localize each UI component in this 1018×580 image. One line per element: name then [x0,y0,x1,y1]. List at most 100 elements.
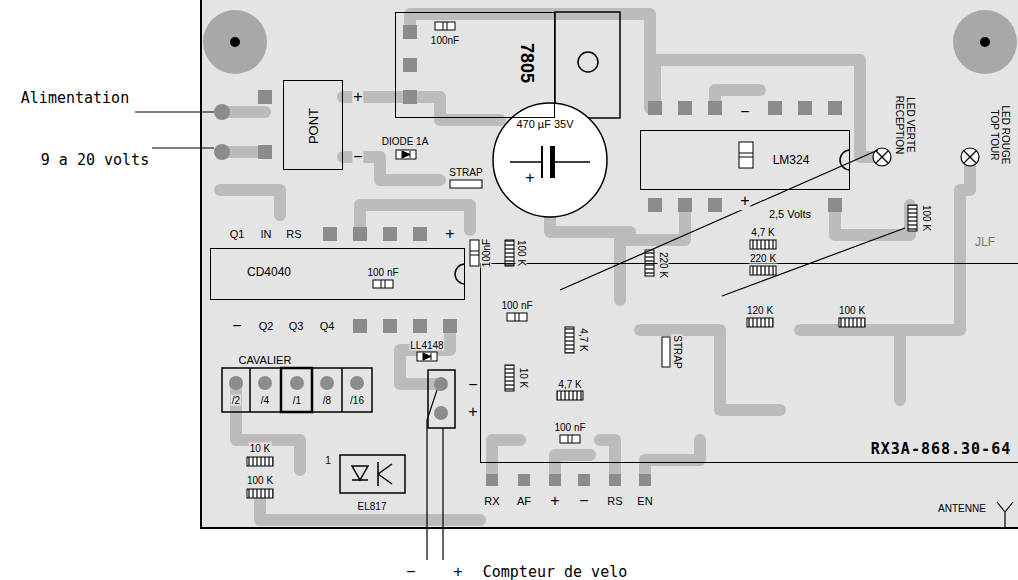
led-symbol [964,151,976,163]
capacitor-symbol [739,157,753,158]
capacitor-symbol [470,255,479,256]
strap-symbol [450,180,482,188]
pcb-label: 1 [324,455,332,466]
solder-pad [413,319,427,333]
copper-trace [550,218,630,232]
capacitor-symbol [470,251,479,252]
component-box: LM324 [640,130,850,190]
component-name: LM324 [773,154,810,167]
component-box: RX3A-868.30-64 [480,263,1018,463]
solder-pad [708,198,722,212]
component-value: 100 nF [366,267,399,278]
solder-pad [648,101,662,115]
component-value: 100 nF [553,422,586,433]
solder-pad [214,25,842,486]
polarity-mark: − [231,317,242,335]
capacitor-symbol [385,280,386,288]
component-value: 100nF [481,238,492,268]
solder-pad [353,319,367,333]
capacitor-symbol [443,22,444,30]
component-value: 470 µF 35V [515,118,574,130]
component-outline [555,12,620,118]
diode-symbol [396,150,416,159]
solder-pad [353,227,367,241]
resistor-symbol [839,318,865,327]
component-name: RX3A-868.30-64 [871,441,1011,458]
pcb-label: /2 [231,395,241,406]
pcb-label: STRAP [672,334,683,369]
component-value: 100 K [516,239,527,267]
component-value: 100nF [430,35,460,46]
polarity-mark: − [405,563,416,580]
resistor-symbol [908,205,917,231]
solder-pad [350,376,364,390]
resistor-symbol [750,266,776,275]
pcb-label: LED ROUGE TOP TOUR [989,99,1011,171]
pcb-label: ANTENNE [937,503,987,514]
solder-pad [403,25,417,39]
component-outline [428,370,455,428]
pcb-label: /4 [260,395,270,406]
component-value: 100 nF [500,300,533,311]
pcb-label: Q2 [258,320,275,332]
strap-symbol [450,180,670,367]
pcb-label: RS [606,495,623,507]
pcb-label: Compteur de velo [482,564,629,580]
pcb-label: Alimentation [20,90,130,107]
led-symbol [873,148,979,166]
mounting-hole [953,10,1017,74]
pcb-label: RS [285,228,302,240]
mounting-hole [230,37,240,47]
polarity-mark: + [739,192,750,210]
copper-trace [220,190,280,215]
pcb-label: 2,5 Volts [768,208,812,220]
component-value: 4,7 K [578,327,589,352]
pcb-board [201,0,1018,528]
resistor-symbol [557,391,583,400]
component-outline [340,455,405,493]
capacitor-symbol [515,313,516,321]
component-outline [341,368,343,412]
solder-pad [214,104,230,120]
copper-trace [645,440,700,480]
solder-pad [320,376,334,390]
solder-pad [290,376,304,390]
capacitor-symbol [519,313,520,321]
polarity-mark: + [352,88,363,106]
solder-pad [708,101,722,115]
component-outline [222,12,850,493]
solder-pad [229,376,243,390]
pcb-label: EN [636,495,653,507]
component-name: PONT [307,108,321,144]
pcb-label: STRAP [448,167,483,178]
component-box: PONT [283,80,343,170]
wire-line [152,147,214,148]
resistor-symbol [750,240,776,249]
solder-pad [403,58,417,72]
solder-pad [828,101,842,115]
led-symbol [964,151,976,163]
polarity-mark: + [549,492,560,510]
solder-pad [258,90,272,104]
solder-pad [828,198,842,212]
copper-trace [220,14,970,520]
component-value: 120 K [746,305,774,316]
polarity-mark: − [578,492,589,510]
copper-trace [800,330,900,400]
capacitor-symbol [435,22,455,30]
copper-trace [655,60,880,157]
pcb-label: Q3 [288,320,305,332]
solder-pad [648,198,662,212]
resistor-symbol [505,365,514,391]
polarity-mark: + [452,563,463,580]
solder-pad [486,474,498,486]
component-name: CD4040 [247,266,291,279]
strap-symbol [662,337,670,367]
diode-symbol [431,353,432,360]
solder-pad [518,474,530,486]
component-value: 100 K [838,305,866,316]
capacitor-symbol [572,435,573,443]
polarity-mark: + [467,403,478,421]
capacitor-symbol [373,22,753,443]
solder-pad [639,474,651,486]
